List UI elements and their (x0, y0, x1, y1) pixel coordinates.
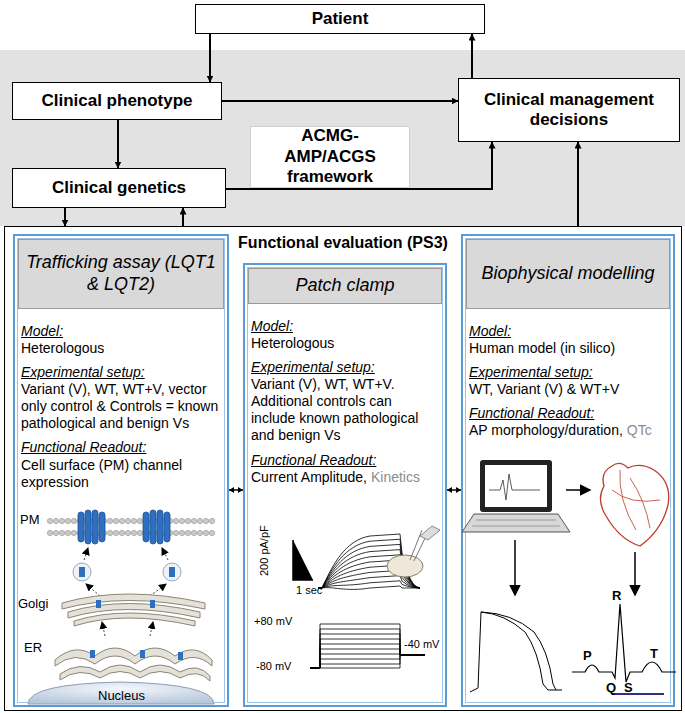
field-value: Variant (V), WT, WT+V. Additional contro… (251, 376, 439, 444)
field-label: Experimental setup: (469, 364, 667, 381)
part-label: 200 pA/pF (258, 525, 270, 576)
connector (226, 142, 492, 189)
box-label: Clinical management decisions (465, 90, 673, 131)
part-label: T (650, 646, 658, 661)
membrane (47, 518, 214, 535)
ecg-trace (572, 604, 676, 682)
connector (447, 489, 461, 491)
connector (64, 208, 66, 226)
part-label: S (624, 680, 633, 695)
panel-title: Biophysical modelling (481, 263, 654, 285)
panel-header: Biophysical modelling (466, 239, 670, 309)
part-label: Q (606, 680, 616, 695)
group-title: Functional evaluation (PS3) (238, 234, 448, 252)
part-label: P (583, 648, 592, 663)
box-label: Clinical genetics (52, 178, 186, 198)
connector (222, 100, 458, 102)
field-value: WT, Variant (V) & WT+V (469, 381, 667, 398)
field-value: AP morphology/duration,QTc (469, 422, 667, 439)
nucleus (28, 682, 214, 704)
cell-pipette (387, 526, 440, 577)
field-label: Functional Readout: (21, 439, 221, 456)
part-label: -80 mV (256, 660, 291, 672)
part-label: R (612, 588, 621, 603)
panel-title: Trafficking assay (LQT1 & LQT2) (23, 252, 219, 295)
field-value: Human model (in silico) (469, 340, 667, 357)
field-value: Variant (V), WT, WT+V, vector only contr… (21, 381, 221, 432)
field-label: Functional Readout: (251, 452, 439, 469)
part-label: ER (24, 640, 42, 655)
field-label: Experimental setup: (21, 364, 221, 381)
connector (229, 489, 243, 491)
greyed-text: QTc (627, 422, 652, 438)
laptop (462, 460, 570, 532)
method-panel: Trafficking assay (LQT1 & LQT2) Model:Het… (13, 234, 229, 707)
box-label: Patient (312, 9, 369, 29)
group-box: Functional evaluation (PS3) Trafficking a… (4, 226, 682, 711)
transport-arrows (84, 548, 168, 636)
process-box: Clinical genetics (12, 168, 226, 208)
scale-bar (293, 540, 313, 580)
panel-title: Patch clamp (295, 275, 394, 297)
process-box: Patient (195, 4, 485, 34)
field-label: Model: (469, 323, 667, 340)
er (55, 648, 212, 681)
panel-header: Patch clamp (248, 268, 442, 304)
qt-interval (612, 693, 664, 695)
process-box: ACMG-AMP/ACGS framework (250, 126, 410, 188)
panel-body: Model:HeterologousExperimental setup:Var… (245, 307, 445, 490)
field-label: Functional Readout: (469, 405, 667, 422)
connector (117, 120, 119, 168)
golgi (62, 594, 205, 626)
field-value: Heterologous (251, 335, 439, 352)
connector (182, 208, 184, 226)
connector (577, 142, 579, 226)
panel-body: Model:HeterologousExperimental setup:Var… (15, 312, 227, 495)
action-potentials (470, 612, 562, 692)
vesicles (73, 563, 181, 581)
field-label: Model: (251, 318, 439, 335)
panel-body: Model:Human model (in silico) Experimenta… (463, 312, 673, 443)
down-arrows (515, 540, 635, 595)
connector (471, 34, 473, 78)
part-label: Nucleus (98, 688, 145, 703)
process-box: Clinical phenotype (12, 82, 222, 120)
greyed-text: Kinetics (371, 469, 420, 485)
field-value: Current Amplitude,Kinetics (251, 469, 439, 486)
panel-header: Trafficking assay (LQT1 & LQT2) (18, 239, 224, 309)
channels (78, 510, 170, 544)
process-box: Clinical management decisions (458, 78, 680, 142)
heart (600, 463, 668, 546)
part-label: +80 mV (254, 615, 292, 627)
flow-arrow (566, 489, 590, 491)
box-label: ACMG-AMP/ACGS framework (257, 126, 403, 187)
field-value: Heterologous (21, 340, 221, 357)
part-label: PM (20, 512, 40, 527)
part-label: -40 mV (404, 638, 439, 650)
field-value: Cell surface (PM) channel expression (21, 457, 221, 491)
field-label: Experimental setup: (251, 359, 439, 376)
part-label: Golgi (18, 596, 48, 611)
part-label: 1 sec (296, 584, 322, 596)
box-label: Clinical phenotype (41, 91, 192, 111)
connector (209, 34, 211, 82)
field-label: Model: (21, 323, 221, 340)
